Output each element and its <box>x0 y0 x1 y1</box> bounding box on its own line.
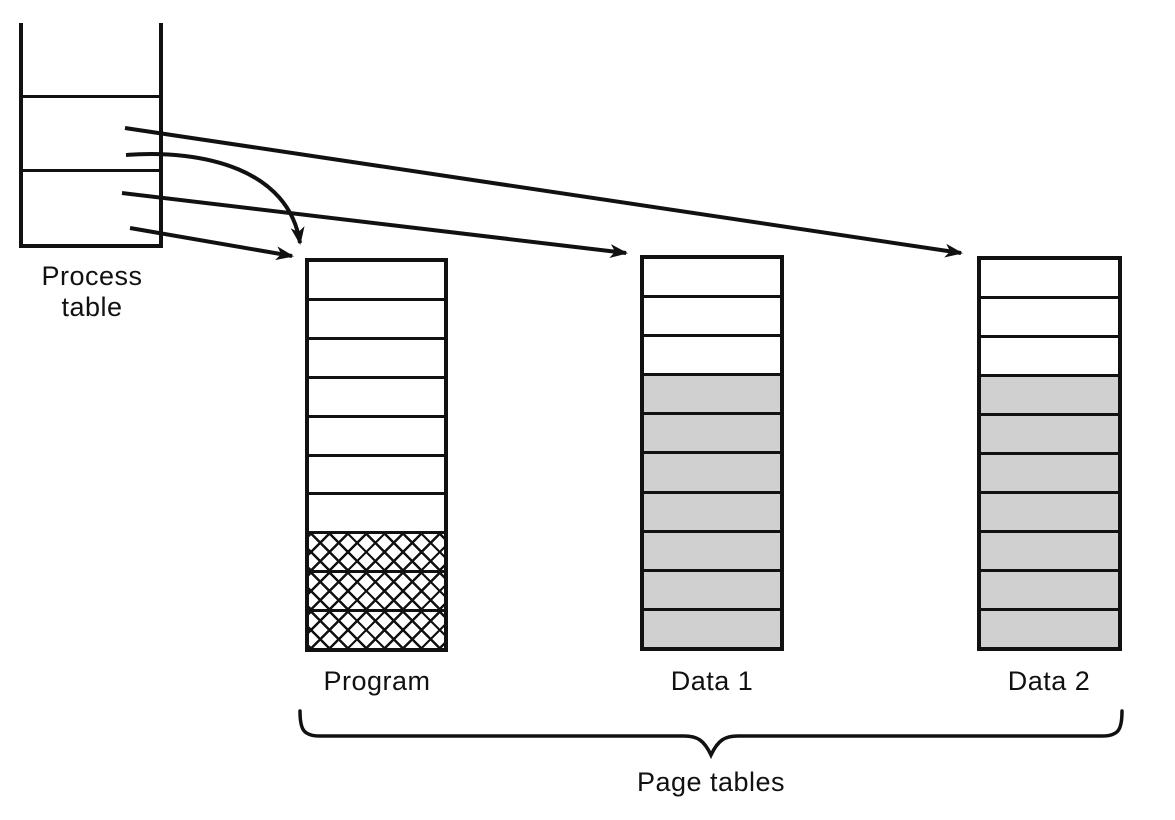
page-table-row-gray <box>981 608 1118 647</box>
page-table-row-hatch <box>309 570 444 610</box>
page-table-row-gray <box>644 529 780 569</box>
process-table-row <box>23 94 159 170</box>
page-table-row-plain <box>309 262 444 298</box>
pointer-arrow-to-data1 <box>121 191 628 259</box>
page-table-row-gray <box>644 373 780 413</box>
page-table-row-plain <box>981 260 1118 296</box>
process-table-row <box>23 23 159 95</box>
page-table-row-hatch <box>309 531 444 571</box>
page-table-row-plain <box>309 375 444 415</box>
data2-table-label: Data 2 <box>1007 666 1091 696</box>
page-table-row-gray <box>981 491 1118 530</box>
page-table-row-plain <box>309 492 444 532</box>
page-table-row-gray <box>981 374 1118 413</box>
page-table-data1 <box>640 255 784 651</box>
process-table <box>19 23 163 248</box>
page-table-row-plain <box>981 296 1118 335</box>
page-table-row-gray <box>981 413 1118 452</box>
page-table-row-plain <box>644 259 780 296</box>
page-table-row-plain <box>309 453 444 493</box>
process-table-row <box>23 169 159 244</box>
page-table-row-gray <box>981 569 1118 608</box>
page-table-row-gray <box>644 451 780 491</box>
page-table-row-gray <box>644 568 780 608</box>
page-table-row-gray <box>644 607 780 647</box>
page-table-row-plain <box>644 334 780 374</box>
page-tables-group-label: Page tables <box>636 767 786 797</box>
pointer-arrow-to-data2 <box>124 126 963 258</box>
page-table-row-gray <box>981 530 1118 569</box>
page-table-row-plain <box>981 335 1118 374</box>
page-table-row-plain <box>309 414 444 454</box>
data1-table-label: Data 1 <box>670 666 754 696</box>
page-table-program <box>305 258 448 652</box>
page-table-row-gray <box>644 490 780 530</box>
page-table-row-gray <box>644 412 780 452</box>
process-table-label: Process table <box>41 261 143 322</box>
program-table-label: Program <box>323 666 431 696</box>
page-table-row-plain <box>309 336 444 376</box>
page-table-data2 <box>977 256 1122 651</box>
page-table-row-gray <box>981 452 1118 491</box>
page-tables-brace <box>298 709 1124 760</box>
page-table-row-plain <box>644 295 780 335</box>
page-table-row-hatch <box>309 609 444 649</box>
page-table-row-plain <box>309 297 444 337</box>
